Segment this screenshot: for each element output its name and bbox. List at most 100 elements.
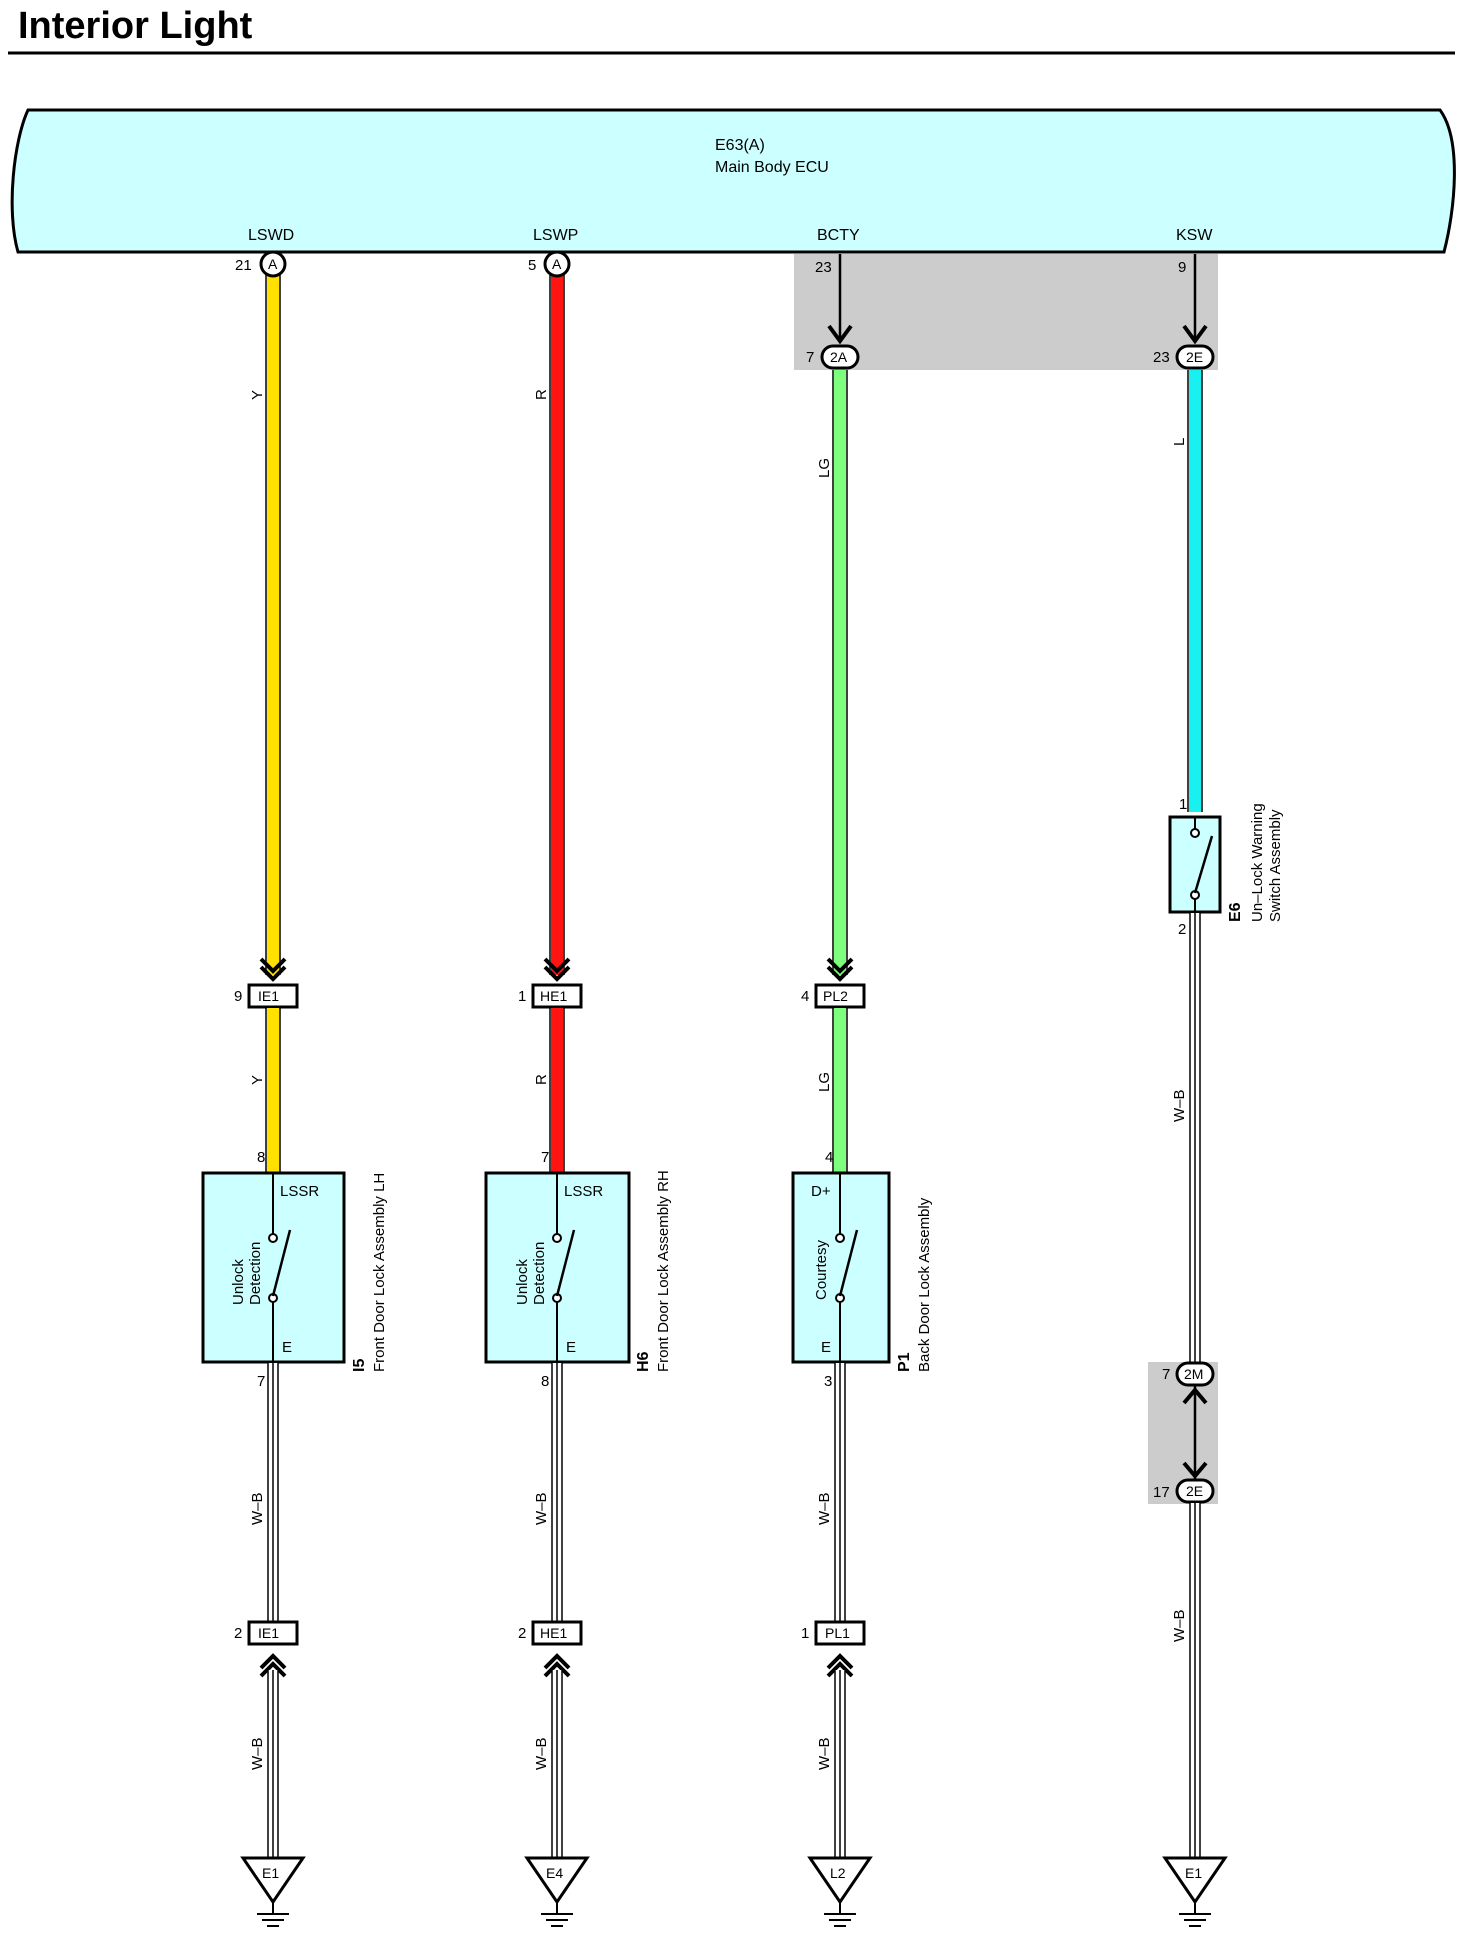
lower-connector-name: HE1 [540,1625,567,1641]
wire-color-label: W–B [533,1492,550,1525]
device-bottom-terminal: E [821,1339,831,1356]
device-bottom-terminal: E [566,1339,576,1356]
ground-label: L2 [830,1865,846,1881]
wire-color-label: W–B [816,1492,833,1525]
device-top-pin: 7 [541,1149,549,1166]
lower-connector-pin: 2 [234,1625,242,1642]
inline-connector-pin: 9 [234,988,242,1005]
switch-label-line2: Detection [531,1242,548,1305]
wire-color-label: W–B [249,1737,266,1770]
wire-color-label: W–B [1171,1089,1188,1122]
junction-name: 2A [830,349,848,365]
switch-contact-icon [555,1229,576,1297]
inline-connector [531,983,583,1009]
switch-label-line1: Unlock [514,1259,531,1305]
device-top-terminal: LSSR [564,1183,603,1200]
ecu-pin-number: 23 [815,259,832,276]
device-top-terminal: LSSR [280,1183,319,1200]
lower-connector [247,1620,299,1646]
lower-connector [814,1620,866,1646]
junction-connector [1175,1361,1215,1387]
lower-connector-name: PL1 [825,1625,850,1641]
switch-label-line2: Detection [247,1242,264,1305]
device-id: H6 [635,1351,652,1372]
junction-arrow-icon [1182,1461,1208,1480]
device-top-pin: 8 [257,1149,265,1166]
device-name: Front Door Lock Assembly RH [655,1170,672,1372]
device-top-terminal: D+ [811,1183,831,1200]
switch-id: E6 [1227,902,1244,922]
ecu-terminal-lswd: LSWD [248,227,294,244]
inline-connector-pin: 4 [801,988,809,1005]
inline-connector-name: IE1 [258,988,279,1004]
wire-color-label: W–B [1171,1609,1188,1642]
device-name: Back Door Lock Assembly [916,1197,933,1372]
pin-conn-label: A [268,256,278,272]
device-id: P1 [896,1352,913,1372]
switch-name-line1: Un–Lock Warning [1249,803,1266,922]
ecu-pin-number: 9 [1178,259,1186,276]
page-title: Interior Light [18,5,253,47]
junction-pin: 7 [806,349,814,366]
junction-connector [820,344,860,370]
lower-connector [531,1620,583,1646]
wire-color-label: R [533,1074,550,1085]
junction-name: 2E [1186,349,1203,365]
switch-contact-icon [838,1229,859,1297]
ecu-terminal-ksw: KSW [1176,227,1213,244]
device-name: Front Door Lock Assembly LH [371,1173,388,1372]
device-bottom-pin: 8 [541,1373,549,1390]
switch-contact-icon [271,1229,292,1297]
wire-color-label: W–B [249,1492,266,1525]
inline-connector-name: PL2 [823,988,848,1004]
lower-connector-name: IE1 [258,1625,279,1641]
switch-contact-icon [1193,835,1214,894]
wire-color-label: Y [249,390,266,400]
wire-color-label: LG [816,1072,833,1092]
device-bottom-pin: 7 [257,1373,265,1390]
device-id: I5 [351,1359,368,1372]
device-top-pin: 4 [825,1149,833,1166]
wire-color-label: W–B [533,1737,550,1770]
junction-arrow-icon [1182,1386,1208,1405]
inline-connector [814,983,866,1009]
junction-shading-top [794,254,1218,370]
ecu-pin-connector [543,250,571,278]
junction-connector [1175,344,1215,370]
inline-connector-name: HE1 [540,988,567,1004]
device-bottom-terminal: E [282,1339,292,1356]
wire-color-label: LG [816,458,833,478]
junction-arrow-icon [827,324,853,345]
switch-label-line1: Courtesy [813,1239,830,1300]
ground-label: E1 [1185,1865,1202,1881]
wire-color-label: Y [249,1075,266,1085]
switch-bottom-pin: 2 [1178,921,1186,938]
ecu-pin-number: 21 [235,257,252,274]
junction-connector [1175,1478,1215,1504]
switch-label-line1: Unlock [230,1259,247,1305]
inline-connector-pin: 1 [518,988,526,1005]
circuit-lswp: LSWP A 5 R HE1 1 R 7 LSSR E Unlock Detec… [484,227,672,1928]
junction2-bottom-pin: 17 [1153,1484,1170,1501]
switch-top-pin: 1 [1179,796,1187,813]
pin-conn-label: A [552,256,562,272]
ecu-code: E63(A) [715,137,765,154]
wire-color-label: L [1171,438,1188,446]
ecu-pin-number: 5 [528,257,536,274]
wire-color-label: W–B [816,1737,833,1770]
device-bottom-pin: 3 [824,1373,832,1390]
circuit-bcty: BCTY 23 2A 7 LG PL2 4 LG 4 D+ E Courtesy… [791,227,933,1928]
ecu-block [10,108,1456,254]
inline-connector [247,983,299,1009]
ecu-terminal-lswp: LSWP [533,227,578,244]
circuit-ksw: KSW 9 2E 23 L 1 E6 Un–Lock Warning Switc… [1153,227,1284,1928]
switch-name-line2: Switch Assembly [1267,809,1284,922]
junction-pin: 23 [1153,349,1170,366]
junction2-top-pin: 7 [1162,1366,1170,1383]
wire-color-label: R [533,389,550,400]
circuit-lswd: LSWD A 21 Y IE1 9 Y 8 LSSR E Unlock Dete… [201,227,388,1928]
ecu-pin-connector [259,250,287,278]
ground-label: E1 [262,1865,279,1881]
junction-arrow-icon [1182,324,1208,345]
